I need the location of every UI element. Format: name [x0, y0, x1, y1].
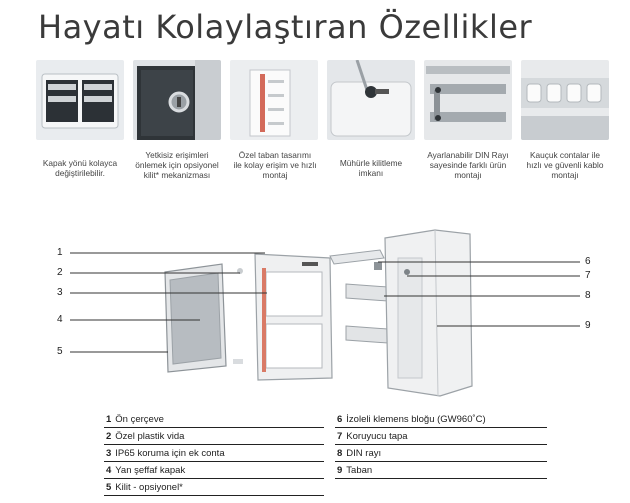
lock-part	[233, 359, 243, 364]
base	[384, 229, 473, 397]
front-frame	[254, 253, 333, 381]
din-rail-icon	[424, 60, 512, 140]
legend-divider	[335, 478, 547, 479]
legend-divider	[104, 461, 324, 462]
feature-image-din-rail	[424, 60, 512, 140]
exploded-view-diagram	[70, 229, 580, 397]
callout-number: 1	[57, 247, 63, 258]
lock-icon	[133, 60, 221, 140]
feature-image-base	[230, 60, 318, 140]
legend-divider	[104, 495, 324, 496]
feature-image-lock	[133, 60, 221, 140]
legend-divider	[104, 478, 324, 479]
gasket-icon	[521, 60, 609, 140]
callout-number: 6	[585, 256, 591, 267]
legend-divider	[104, 444, 324, 445]
seal-icon	[327, 60, 415, 140]
callout-number: 3	[57, 287, 63, 298]
feature-image-seal	[327, 60, 415, 140]
callout-number: 5	[57, 346, 63, 357]
legend-divider	[104, 427, 324, 428]
callout-number: 9	[585, 320, 591, 331]
callout-number: 8	[585, 290, 591, 301]
base-icon	[230, 60, 318, 140]
legend-divider	[335, 427, 547, 428]
callout-number: 2	[57, 267, 63, 278]
feature-image-gasket	[521, 60, 609, 140]
legend-divider	[335, 444, 547, 445]
transparent-cover	[164, 263, 227, 373]
feature-image-door	[36, 60, 124, 140]
callout-number: 7	[585, 270, 591, 281]
plastic-screw	[237, 268, 243, 274]
cabinet-door-icon	[36, 60, 124, 140]
legend-divider	[335, 461, 547, 462]
page-title: Hayatı Kolaylaştıran Özellikler	[38, 8, 533, 46]
terminal-block	[329, 249, 385, 270]
callout-number: 4	[57, 314, 63, 325]
